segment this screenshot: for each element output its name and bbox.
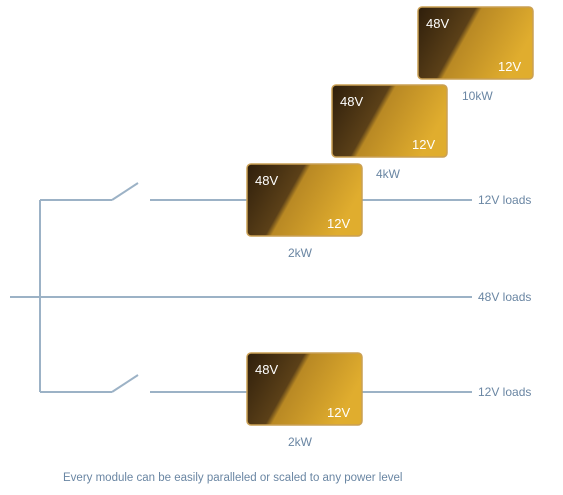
module-output-voltage: 12V — [327, 405, 350, 420]
module-input-voltage: 48V — [255, 173, 278, 188]
wiring — [10, 182, 472, 393]
load-label-top: 12V loads — [478, 193, 531, 207]
module-input-voltage: 48V — [426, 16, 449, 31]
converter-module-2kw-bottom: 48V 12V — [246, 352, 363, 426]
converter-module-4kw: 48V 12V — [331, 84, 448, 158]
load-label-bottom: 12V loads — [478, 385, 531, 399]
load-label-middle: 48V loads — [478, 290, 531, 304]
module-power-label-10kw: 10kW — [462, 89, 493, 103]
module-output-voltage: 12V — [327, 216, 350, 231]
module-output-voltage: 12V — [412, 137, 435, 152]
module-input-voltage: 48V — [340, 94, 363, 109]
module-input-voltage: 48V — [255, 362, 278, 377]
bottom-switch-blade — [111, 374, 139, 393]
diagram-caption: Every module can be easily paralleled or… — [63, 472, 402, 484]
module-power-label-2kw-top: 2kW — [288, 246, 313, 260]
module-output-voltage: 12V — [498, 59, 521, 74]
module-power-label-4kw: 4kW — [376, 167, 401, 181]
module-power-label-2kw-bottom: 2kW — [288, 435, 313, 449]
converter-module-2kw-top: 48V 12V — [246, 163, 363, 237]
converter-module-10kw: 48V 12V — [417, 6, 534, 80]
top-switch-blade — [111, 182, 139, 201]
